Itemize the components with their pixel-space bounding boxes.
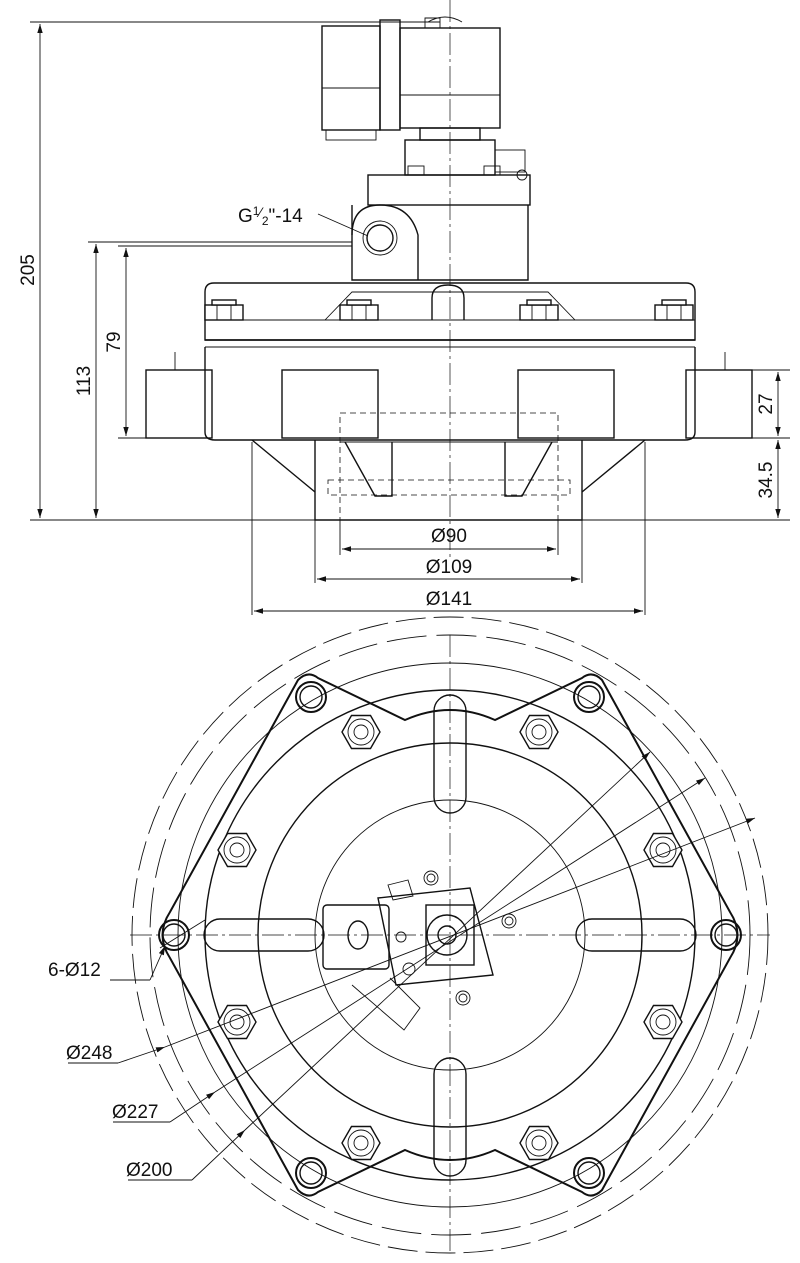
dim-outlet-height: 34.5 xyxy=(756,462,777,499)
port-thread-label: G1⁄2"-14 xyxy=(238,204,303,228)
dim-flange-height: 27 xyxy=(756,393,777,414)
top-view xyxy=(130,616,770,1255)
dim-body-height: 79 xyxy=(104,331,125,352)
top-dimensions xyxy=(68,751,756,1181)
dim-dia-248: Ø248 xyxy=(66,1043,112,1064)
dim-dia-200: Ø200 xyxy=(126,1160,172,1181)
dim-dia-227: Ø227 xyxy=(112,1102,158,1123)
dim-overall-height: 205 xyxy=(18,254,39,286)
dim-dia-90: Ø90 xyxy=(431,526,467,547)
dim-dia-109: Ø109 xyxy=(426,557,472,578)
dim-port-height: 113 xyxy=(74,366,95,396)
front-view xyxy=(145,0,753,560)
dim-bolt-holes: 6-Ø12 xyxy=(48,960,101,981)
front-dimensions xyxy=(30,21,790,615)
dim-dia-141: Ø141 xyxy=(426,589,472,610)
